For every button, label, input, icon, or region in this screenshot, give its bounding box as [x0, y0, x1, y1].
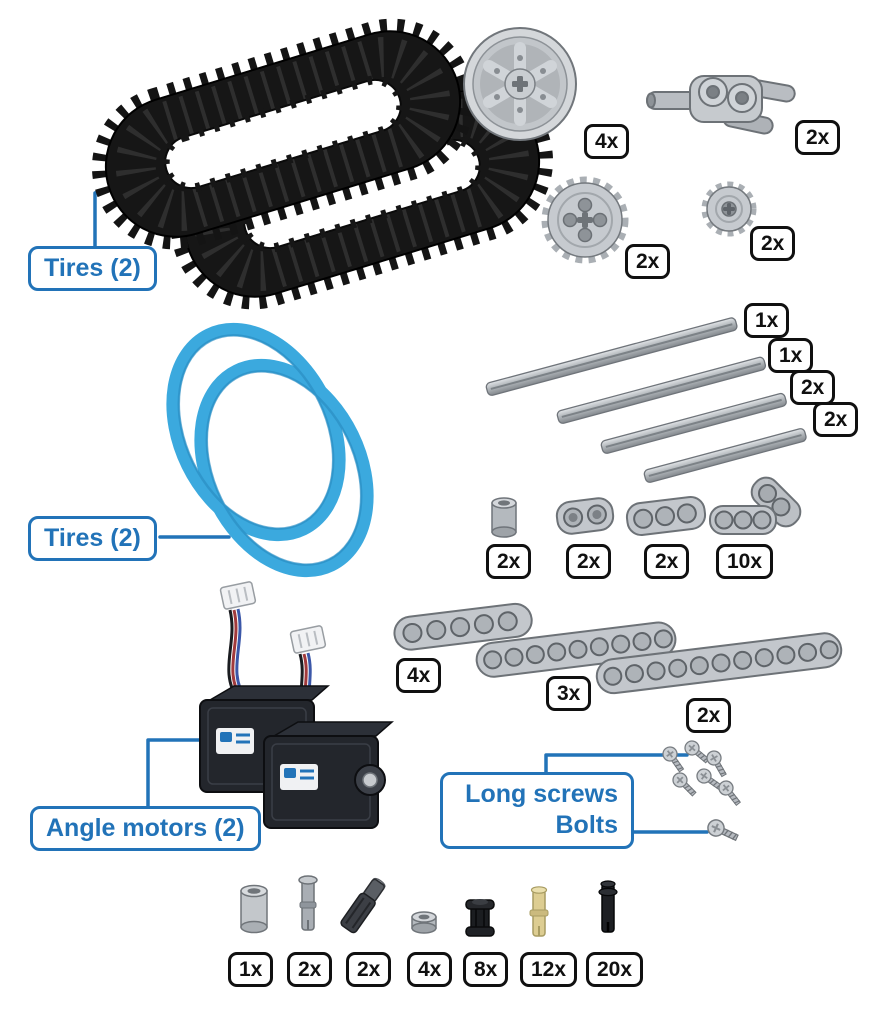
- qty-badge-barrel-spacer: 1x: [228, 952, 274, 988]
- angle-beam-illustration: [706, 462, 802, 546]
- beam-9-hole-illustration: [472, 618, 690, 680]
- qty-badge-gear-small: 2x: [750, 226, 796, 262]
- qty-badge-axle-medium: 2x: [790, 370, 836, 406]
- qty-badge-steering-block: 2x: [795, 120, 841, 156]
- tank-treads-illustration: [70, 12, 560, 322]
- qty-badge-beam-5-hole: 4x: [396, 658, 442, 694]
- callout-long-screws-bolts: Long screws Bolts: [440, 772, 634, 849]
- black-pin-illustration: [594, 878, 622, 940]
- axle-coupler-illustration: [334, 874, 392, 938]
- qty-badge-axle-coupler: 2x: [346, 952, 392, 988]
- qty-badge-long-pin-gray: 2x: [287, 952, 333, 988]
- large-gear-illustration: [541, 176, 633, 268]
- long-pin-gray-illustration: [292, 872, 324, 938]
- round-spacer-illustration: [487, 494, 521, 538]
- qty-badge-beam-9-hole: 3x: [546, 676, 592, 712]
- qty-badge-round-spacer: 2x: [486, 544, 532, 580]
- qty-badge-beam-11-hole: 2x: [686, 698, 732, 734]
- tan-pin-illustration: [524, 884, 554, 944]
- beam-2-hole-illustration: [554, 490, 616, 538]
- qty-badge-tan-pin: 12x: [520, 952, 578, 988]
- qty-badge-axle-long: 1x: [768, 338, 814, 374]
- qty-badge-beam-2-hole: 2x: [566, 544, 612, 580]
- black-bushing-illustration: [460, 896, 500, 940]
- small-gear-illustration: [698, 178, 760, 240]
- qty-badge-black-pin: 20x: [586, 952, 644, 988]
- screws-and-bolts-illustration: [648, 736, 758, 847]
- wheel-hub-illustration: [458, 22, 583, 147]
- qty-badge-angle-beam: 10x: [716, 544, 774, 580]
- beam-5-hole-illustration: [390, 596, 540, 656]
- qty-badge-wheel-hub: 4x: [584, 124, 630, 160]
- qty-badge-black-bushing: 8x: [463, 952, 509, 988]
- half-bushing-illustration: [406, 908, 442, 936]
- callout-bolts-line: Bolts: [555, 811, 619, 840]
- qty-badge-axle-extra-long: 1x: [744, 303, 790, 339]
- callout-angle-motors: Angle motors (2): [30, 806, 261, 852]
- callout-tires-mid: Tires (2): [28, 516, 157, 562]
- axles-illustration: [470, 298, 865, 503]
- callout-long-screws-line: Long screws: [465, 780, 618, 808]
- qty-badge-gear-large: 2x: [625, 244, 671, 280]
- qty-badge-axle-short: 2x: [813, 402, 859, 438]
- qty-badge-beam-3-hole: 2x: [644, 544, 690, 580]
- beam-3-hole-illustration: [624, 490, 708, 538]
- beam-11-hole-illustration: [592, 630, 850, 696]
- steering-block-illustration: [645, 62, 800, 147]
- barrel-spacer-illustration: [234, 880, 274, 938]
- rubber-band-tires-illustration: [156, 310, 381, 590]
- callout-tires-top: Tires (2): [28, 246, 157, 292]
- angle-motors-illustration: [182, 581, 407, 829]
- qty-badge-half-bushing: 4x: [407, 952, 453, 988]
